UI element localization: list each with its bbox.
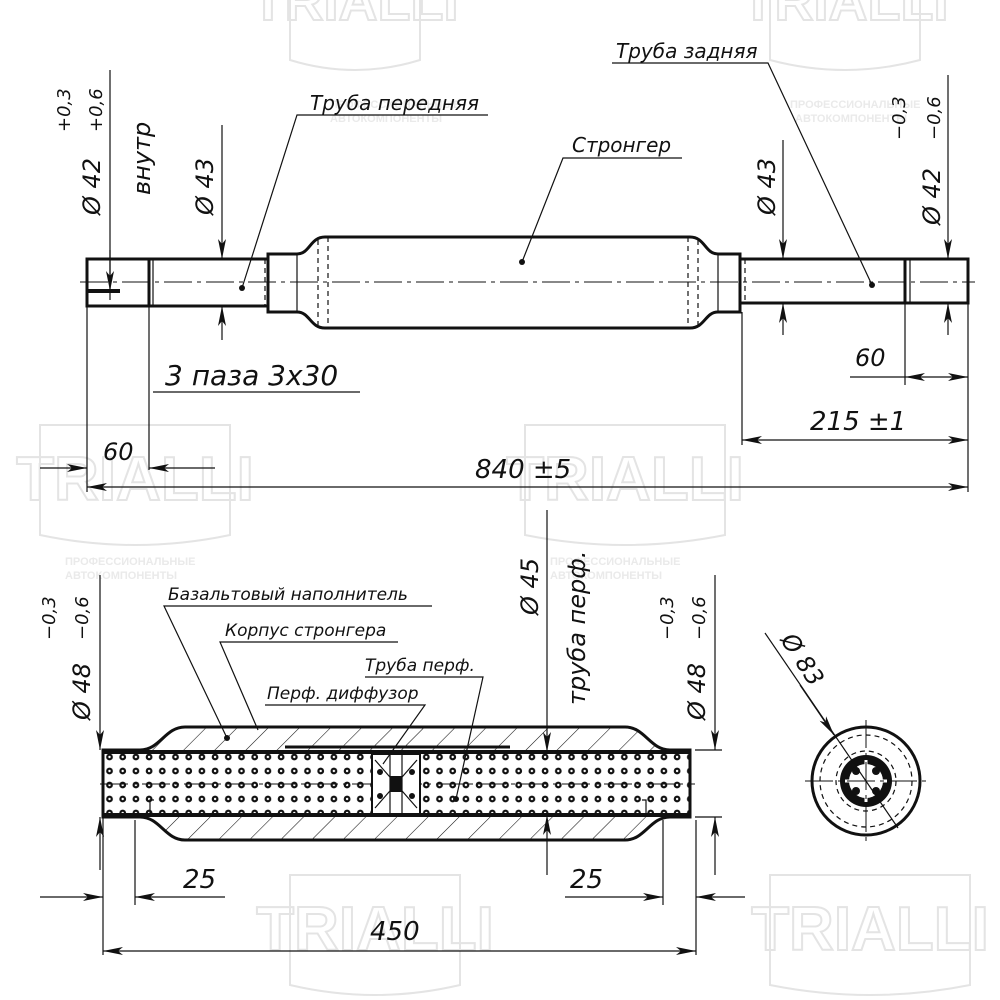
svg-text:TRIALLI: TRIALLI	[742, 0, 949, 32]
label-perf-diffuser: Перф. диффузор	[267, 684, 419, 704]
dim-rear-pipe-diameter: Ø 43	[753, 158, 781, 216]
top-view: Труба передняя Стронгер Труба задняя Ø 4…	[40, 39, 975, 492]
svg-text:−0,3: −0,3	[889, 96, 910, 140]
svg-text:+0,3: +0,3	[54, 88, 75, 132]
front-pipe	[149, 257, 268, 308]
svg-text:АВТОКОМПОНЕНТЫ: АВТОКОМПОНЕНТЫ	[330, 113, 442, 125]
watermark-logos: TRIALLI TRIALLI TRIALLI TRIALLI TRIALLI …	[15, 0, 990, 996]
dim-outlet-diameter: Ø 42	[918, 168, 946, 226]
svg-text:−0,3: −0,3	[657, 596, 678, 640]
svg-text:ПРОФЕССИОНАЛЬНЫЕ: ПРОФЕССИОНАЛЬНЫЕ	[550, 556, 680, 568]
dim-body-length: 450	[370, 917, 420, 947]
svg-text:АВТОКОМПОНЕНТЫ: АВТОКОМПОНЕНТЫ	[65, 570, 177, 582]
dim-rear-length: 215 ±1	[810, 407, 906, 437]
dim-perf-pipe-diameter: Ø 45	[516, 558, 544, 616]
svg-text:TRIALLI: TRIALLI	[506, 445, 744, 514]
inlet-sleeve	[85, 257, 151, 308]
label-slots: 3 паза 3х30	[165, 359, 338, 392]
svg-text:ПРОФЕССИОНАЛЬНЫЕ: ПРОФЕССИОНАЛЬНЫЕ	[330, 99, 460, 111]
label-perf-pipe-vertical: труба перф.	[563, 551, 591, 705]
label-front-pipe: Труба передняя	[310, 91, 479, 115]
label-stronger: Стронгер	[572, 133, 671, 157]
svg-text:−0,6: −0,6	[72, 596, 93, 640]
dim-inlet-note: внутр	[128, 122, 156, 195]
watermark-brand: TRIALLI	[252, 0, 459, 32]
dim-left-length: 60	[103, 438, 134, 466]
dim-right-end: 25	[570, 865, 603, 895]
dim-left-diameter: Ø 48	[68, 663, 96, 721]
watermark-tagline: ПРОФЕССИОНАЛЬНЫЕ	[790, 99, 920, 111]
outlet-sleeve	[903, 257, 970, 305]
label-perf-pipe: Труба перф.	[365, 656, 475, 676]
svg-text:+0,6: +0,6	[86, 88, 107, 132]
label-stronger-body: Корпус стронгера	[225, 621, 386, 641]
dim-left-end: 25	[183, 865, 216, 895]
dim-right-diameter: Ø 48	[683, 663, 711, 721]
stronger-body	[266, 235, 742, 330]
rear-pipe	[740, 257, 905, 305]
perforated-diffuser	[371, 753, 421, 815]
section-view: Базальтовый наполнитель Корпус стронгера…	[39, 510, 745, 955]
label-rear-pipe: Труба задняя	[616, 39, 758, 63]
svg-text:АВТОКОМПОНЕНТЫ: АВТОКОМПОНЕНТЫ	[795, 113, 907, 125]
dim-total-length: 840 ±5	[475, 455, 571, 485]
svg-text:−0,6: −0,6	[689, 596, 710, 640]
svg-text:ПРОФЕССИОНАЛЬНЫЕ: ПРОФЕССИОНАЛЬНЫЕ	[65, 556, 195, 568]
end-view: Ø 83	[764, 627, 927, 842]
dim-front-pipe-diameter: Ø 43	[191, 158, 219, 216]
svg-text:−0,6: −0,6	[924, 96, 945, 140]
label-basalt-filler: Базальтовый наполнитель	[168, 585, 408, 605]
dim-right-length: 60	[855, 344, 886, 372]
svg-text:TRIALLI: TRIALLI	[751, 895, 989, 964]
svg-text:TRIALLI: TRIALLI	[16, 445, 254, 514]
svg-text:АВТОКОМПОНЕНТЫ: АВТОКОМПОНЕНТЫ	[550, 570, 662, 582]
svg-text:−0,3: −0,3	[39, 596, 60, 640]
dim-inlet-diameter: Ø 42	[78, 158, 106, 216]
